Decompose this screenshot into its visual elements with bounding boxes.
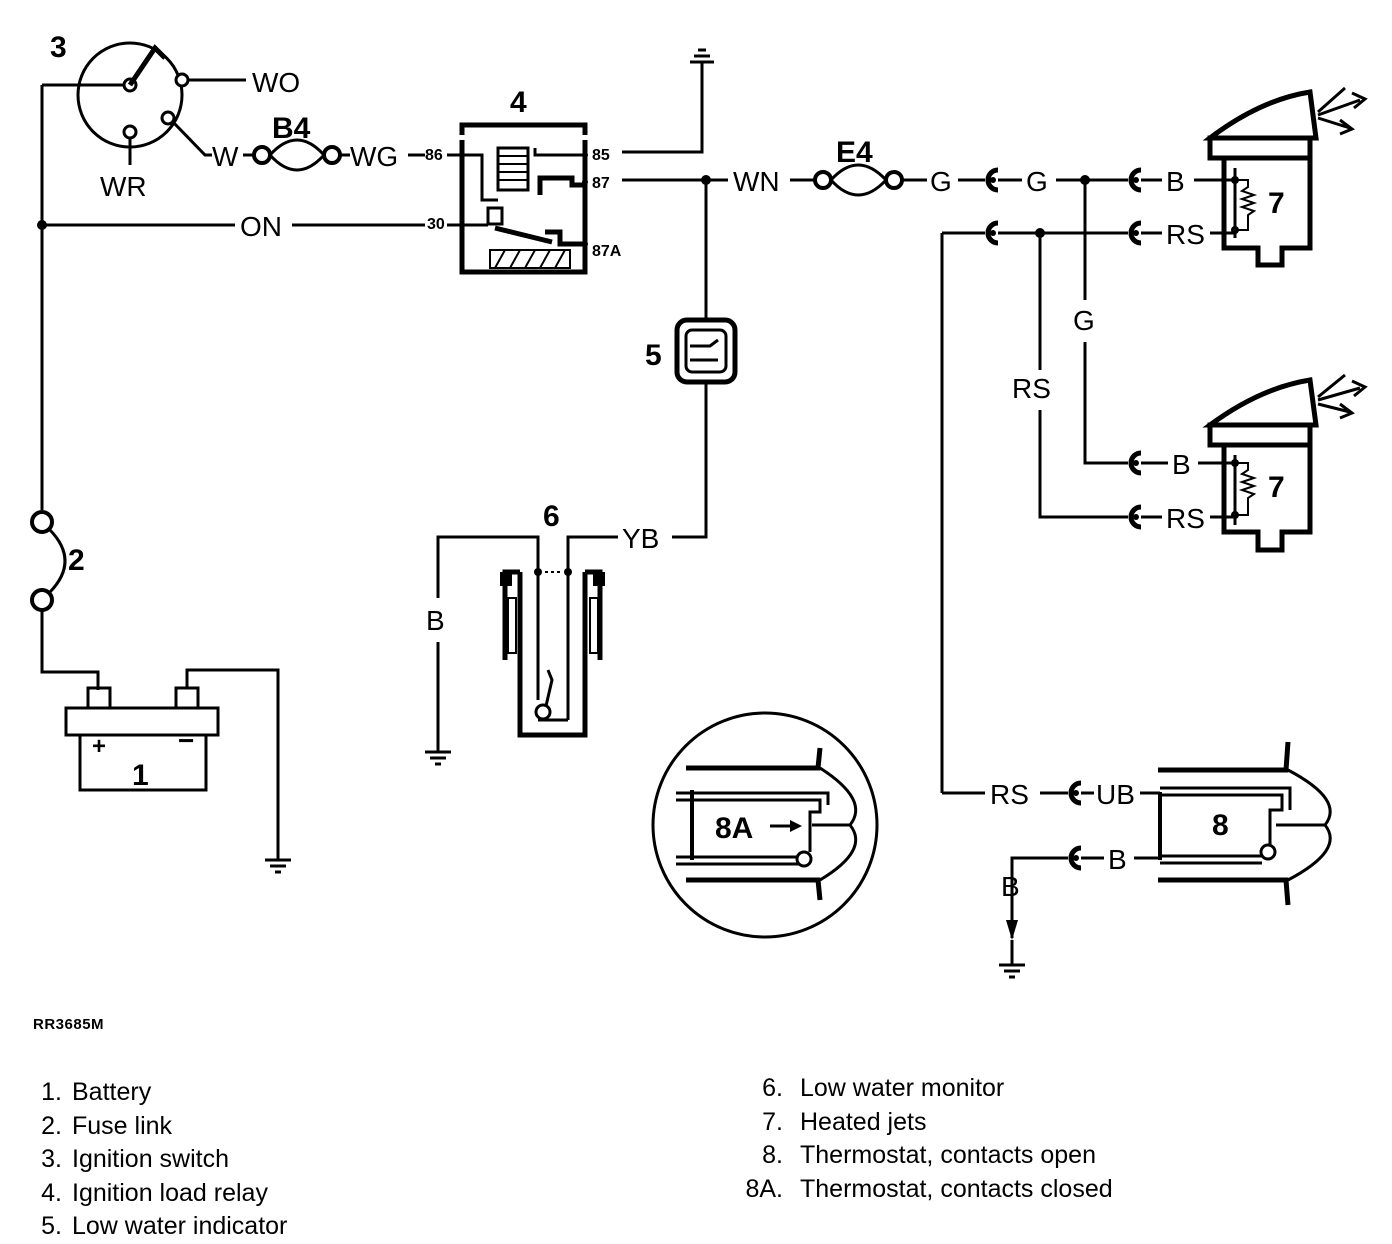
battery-plus: + (92, 733, 106, 760)
legend-item-number: 5. (41, 1212, 62, 1240)
legend-item-number: 6. (762, 1074, 783, 1102)
legend-item: 1. Battery (24, 1076, 287, 1110)
legend-item-number: 4. (41, 1178, 62, 1207)
wire-label-g-b: G (1026, 166, 1048, 197)
relay-number: 4 (510, 86, 527, 119)
wire-label-w: W (212, 141, 239, 172)
low-water-monitor (500, 568, 605, 738)
thermostat-closed-inset-number: 8A (715, 812, 753, 845)
legend-item: 2. Fuse link (24, 1110, 287, 1144)
wire-label-b-monitor: B (426, 605, 445, 636)
low-water-monitor-number: 6 (543, 500, 560, 533)
relay-pin-87a: 87A (592, 243, 622, 260)
relay-pin-85: 85 (592, 147, 610, 164)
thermostat (1158, 741, 1332, 906)
wire-label-b-jet2: B (1172, 449, 1191, 480)
wire-label-g-a: G (930, 166, 952, 197)
legend-item-number: 8A. (745, 1174, 783, 1203)
connector-e4 (813, 163, 904, 197)
ground-icon (997, 963, 1027, 979)
wire-label-wn: WN (733, 166, 780, 197)
ignition-load-relay (459, 122, 588, 275)
heated-jet-upper (1202, 86, 1368, 268)
heated-jet-lower-number: 7 (1268, 471, 1285, 504)
wire-label-ub: UB (1096, 779, 1135, 810)
legend-item: 4. Ignition load relay (24, 1177, 287, 1211)
ignition-switch-number: 3 (50, 31, 67, 64)
fuse-link (30, 510, 67, 612)
low-water-indicator-number: 5 (645, 339, 662, 372)
legend-item-label: Ignition switch (72, 1145, 230, 1173)
wire-label-rs-jet1: RS (1166, 219, 1205, 250)
wire-label-g-c: G (1073, 305, 1095, 336)
legend-item-label: Battery (72, 1078, 152, 1106)
relay-pin-86: 86 (425, 147, 443, 164)
wire-label-on: ON (240, 211, 282, 242)
legend-item-label: Low water monitor (800, 1074, 1005, 1102)
legend-item-number: 7. (762, 1107, 783, 1136)
battery-number: 1 (132, 759, 149, 792)
wiring-diagram: 3 WO WR W B4 WG 86 ON 30 2 + − 1 (30, 31, 1368, 979)
relay-pin-87: 87 (592, 175, 610, 192)
legend-item: 5. Low water indicator (24, 1210, 287, 1244)
ground-icon (263, 858, 293, 874)
legend-item-label: Heated jets (800, 1107, 927, 1136)
wire-label-wr: WR (100, 171, 147, 202)
legend-item: 8. Thermostat, contacts open (728, 1139, 1113, 1173)
wire-label-wo: WO (252, 67, 300, 98)
figure-reference: RR3685M (33, 1016, 105, 1033)
wire-label-b-thermo: B (1108, 844, 1127, 875)
wire-label-yb: YB (622, 523, 659, 554)
legend-item-number: 8. (762, 1141, 783, 1169)
legend-item-number: 1. (41, 1078, 62, 1106)
wire-label-rs-thermo: RS (990, 779, 1029, 810)
wire-label-rs-jet2: RS (1166, 503, 1205, 534)
wire-label-wg: WG (350, 141, 398, 172)
legend-item-label: Thermostat, contacts open (800, 1141, 1096, 1169)
legend-item: 8A. Thermostat, contacts closed (728, 1173, 1113, 1207)
legend-item-label: Fuse link (72, 1111, 173, 1140)
ground-icon (423, 750, 453, 766)
wire-label-b-jet1: B (1166, 166, 1185, 197)
legend-item: 7. Heated jets (728, 1106, 1113, 1140)
legend-item-label: Low water indicator (72, 1212, 288, 1240)
relay-pin-30: 30 (427, 216, 445, 233)
connector-label-b4: B4 (272, 112, 311, 145)
low-water-indicator (674, 317, 738, 385)
legend-item-label: Thermostat, contacts closed (800, 1174, 1113, 1203)
legend-item: 3. Ignition switch (24, 1143, 287, 1177)
wire-label-rs-mid: RS (1012, 373, 1051, 404)
legend-item-number: 3. (41, 1145, 62, 1173)
legend-item-number: 2. (41, 1111, 62, 1140)
battery-minus: − (178, 725, 194, 756)
thermostat-number: 8 (1212, 809, 1229, 842)
legend-item-label: Ignition load relay (72, 1178, 268, 1207)
heated-jet-upper-number: 7 (1268, 187, 1285, 220)
fuse-link-number: 2 (68, 544, 85, 577)
wire-label-b-ground: B (1001, 871, 1020, 902)
thermostat-closed-inset (651, 711, 879, 939)
legend-left: 1. Battery 2. Fuse link 3. Ignition switch 4. I… (24, 1076, 287, 1244)
heated-jet-lower (1202, 373, 1368, 553)
legend-right: 6. Low water monitor 7. Heated jets 8. Thermo… (728, 1072, 1113, 1207)
connector-label-e4: E4 (836, 136, 873, 169)
ignition-switch (76, 41, 190, 149)
legend-item: 6. Low water monitor (728, 1072, 1113, 1106)
